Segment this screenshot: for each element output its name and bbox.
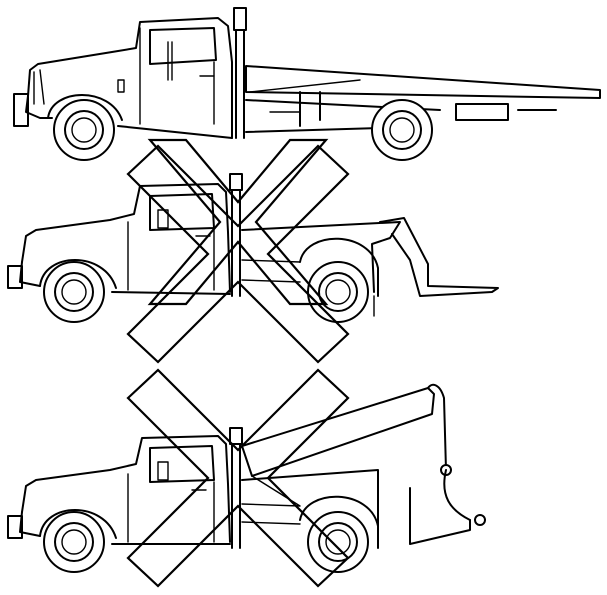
flatbed-tow-truck [13,7,601,161]
flatbed-mirror [167,41,173,81]
wheel-lift-cross-lines [126,144,350,364]
boom-tow-truck [7,368,486,588]
boom-rear-arch [299,495,379,527]
flatbed-toolbox [455,103,509,121]
flatbed-frame [245,91,441,133]
wheel-lift-truck-hood [21,183,231,293]
wheel-lift-front-wheel [43,261,105,323]
wheel-lift-body [241,221,401,293]
wheel-lift-rear-arch [299,237,379,297]
boom-front-arch [39,509,117,539]
wheel-lift-front-arch [39,259,117,289]
flatbed-cab-window [149,27,217,65]
flatbed-front-arch [47,94,123,121]
boom-exhaust-pipe [231,443,241,549]
boom-rear-wheel [307,511,369,573]
boom-arm [241,387,435,477]
boom-hook [474,514,486,526]
boom-sling [409,487,471,545]
wheel-lift-arm [379,217,499,297]
boom-body [241,469,379,549]
flatbed-exhaust-pipe [235,29,245,139]
wheel-lift-tow-truck [7,138,499,364]
boom-cab-window [149,445,215,483]
wheel-lift-cross-out-mark [147,138,329,306]
boom-cross-out-mark [126,368,350,588]
boom-exhaust [229,427,243,445]
boom-bumper [7,515,23,539]
boom-truck-hood [21,435,231,543]
boom-door [127,473,215,543]
wheel-lift-bumper [7,265,23,289]
wheel-lift-door [127,221,215,291]
flatbed-truck-hood [27,17,233,139]
boom-front-wheel [43,511,105,573]
flatbed-rear-wheel [371,99,433,161]
wheel-lift-rear-wheel [307,261,369,323]
flatbed-hydraulic [249,79,361,113]
boom-chain [443,469,471,521]
flatbed-exhaust [233,7,247,31]
flatbed-deck [245,65,601,99]
wheel-lift-exhaust [229,173,243,191]
flatbed-grille [33,69,45,105]
boom-mirror [157,461,169,481]
boom-arm-tip [427,383,447,471]
flatbed-side-marker [117,79,125,93]
flatbed-bumper [13,93,29,127]
flatbed-front-wheel [53,99,115,161]
flatbed-door [139,27,215,125]
